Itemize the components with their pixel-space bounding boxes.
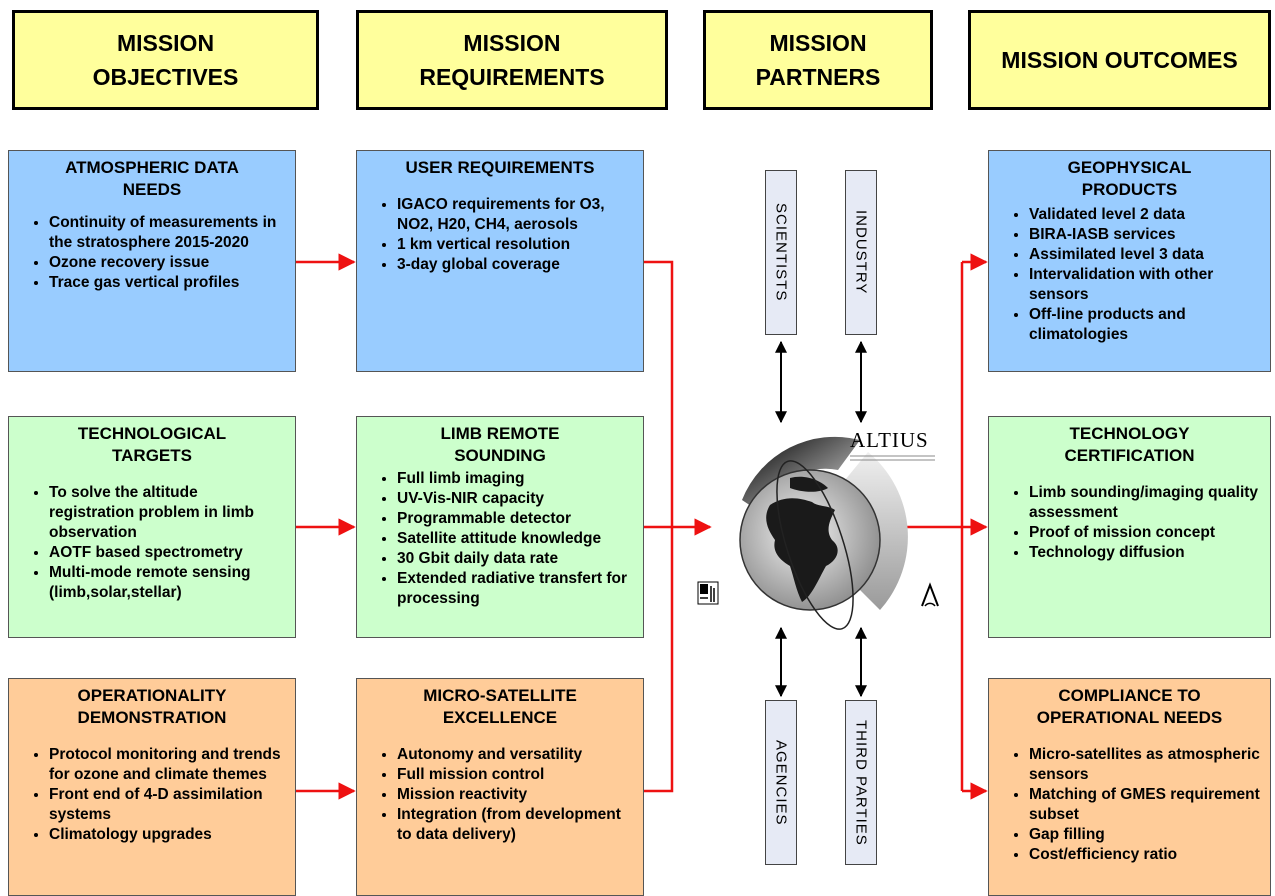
bullet-item: Continuity of measurements in the strato… xyxy=(49,213,287,253)
bullet-item: Cost/efficiency ratio xyxy=(1029,845,1262,865)
bullet-item: Front end of 4-D assimilation systems xyxy=(49,785,287,825)
bullet-list: Autonomy and versatilityFull mission con… xyxy=(365,745,635,845)
bullet-item: 30 Gbit daily data rate xyxy=(397,549,635,569)
box-geophysical-products: GEOPHYSICAL PRODUCTS Validated level 2 d… xyxy=(988,150,1271,372)
partner-agencies: AGENCIES xyxy=(765,700,797,865)
header-partners: MISSION PARTNERS xyxy=(703,10,933,110)
bullet-item: 3-day global coverage xyxy=(397,255,635,275)
bullet-list: Protocol monitoring and trends for ozone… xyxy=(17,745,287,845)
bullet-item: Mission reactivity xyxy=(397,785,635,805)
bullet-item: Micro-satellites as atmospheric sensors xyxy=(1029,745,1262,785)
header-requirements: MISSION REQUIREMENTS xyxy=(356,10,668,110)
bullet-item: Trace gas vertical profiles xyxy=(49,273,287,293)
altius-logo-text: ALTIUS xyxy=(850,428,929,452)
box-technological-targets: TECHNOLOGICAL TARGETS To solve the altit… xyxy=(8,416,296,638)
box-title: USER REQUIREMENTS xyxy=(405,158,595,177)
emblem-orbit xyxy=(776,460,854,630)
box-title: COMPLIANCE TO OPERATIONAL NEEDS xyxy=(1036,686,1223,727)
bullet-item: Gap filling xyxy=(1029,825,1262,845)
box-compliance-operational-needs: COMPLIANCE TO OPERATIONAL NEEDS Micro-sa… xyxy=(988,678,1271,896)
bullet-item: Full mission control xyxy=(397,765,635,785)
box-atmospheric-data-needs: ATMOSPHERIC DATA NEEDS Continuity of mea… xyxy=(8,150,296,372)
merge-line-user xyxy=(644,260,674,527)
partner-third-parties: THIRD PARTIES xyxy=(845,700,877,865)
institute-logo-icon xyxy=(697,581,719,605)
bullet-item: Matching of GMES requirement subset xyxy=(1029,785,1262,825)
partner-label: THIRD PARTIES xyxy=(852,719,870,846)
partner-label: SCIENTISTS xyxy=(772,203,790,302)
bullet-item: Climatology upgrades xyxy=(49,825,287,845)
box-title: LIMB REMOTE SOUNDING xyxy=(440,424,560,465)
bullet-item: Off-line products and climatologies xyxy=(1029,305,1262,345)
bullet-list: To solve the altitude registration probl… xyxy=(17,483,287,603)
bullet-item: IGACO requirements for O3, NO2, H20, CH4… xyxy=(397,195,635,235)
merge-line-micro xyxy=(644,527,674,793)
bullet-list: Validated level 2 dataBIRA-IASB services… xyxy=(997,205,1262,345)
bullet-item: 1 km vertical resolution xyxy=(397,235,635,255)
box-title: ATMOSPHERIC DATA NEEDS xyxy=(65,158,239,199)
partner-industry: INDUSTRY xyxy=(845,170,877,335)
bullet-list: Limb sounding/imaging quality assessment… xyxy=(997,483,1262,563)
box-title: GEOPHYSICAL PRODUCTS xyxy=(1067,158,1192,199)
agency-logo-icon xyxy=(921,582,939,607)
bullet-item: Programmable detector xyxy=(397,509,635,529)
bullet-list: Full limb imagingUV-Vis-NIR capacityProg… xyxy=(365,469,635,609)
box-user-requirements: USER REQUIREMENTS IGACO requirements for… xyxy=(356,150,644,372)
bullet-item: AOTF based spectrometry xyxy=(49,543,287,563)
partner-label: AGENCIES xyxy=(772,739,790,826)
box-micro-satellite-excellence: MICRO-SATELLITE EXCELLENCE Autonomy and … xyxy=(356,678,644,896)
bullet-item: Intervalidation with other sensors xyxy=(1029,265,1262,305)
box-limb-remote-sounding: LIMB REMOTE SOUNDING Full limb imagingUV… xyxy=(356,416,644,638)
header-outcomes: MISSION OUTCOMES xyxy=(968,10,1271,110)
bullet-item: Protocol monitoring and trends for ozone… xyxy=(49,745,287,785)
bullet-item: Validated level 2 data xyxy=(1029,205,1262,225)
bullet-list: Continuity of measurements in the strato… xyxy=(17,213,287,293)
bullet-list: Micro-satellites as atmospheric sensorsM… xyxy=(997,745,1262,865)
bullet-item: To solve the altitude registration probl… xyxy=(49,483,287,543)
bullet-item: Limb sounding/imaging quality assessment xyxy=(1029,483,1262,523)
bullet-list: IGACO requirements for O3, NO2, H20, CH4… xyxy=(365,195,635,275)
box-title: TECHNOLOGICAL TARGETS xyxy=(77,424,227,465)
box-title: MICRO-SATELLITE EXCELLENCE xyxy=(423,686,577,727)
bullet-item: Assimilated level 3 data xyxy=(1029,245,1262,265)
emblem-continents xyxy=(766,498,838,602)
bullet-item: UV-Vis-NIR capacity xyxy=(397,489,635,509)
bullet-item: Satellite attitude knowledge xyxy=(397,529,635,549)
box-title: TECHNOLOGY CERTIFICATION xyxy=(1064,424,1195,465)
emblem-continents-north xyxy=(790,476,828,492)
bullet-item: Proof of mission concept xyxy=(1029,523,1262,543)
box-operationality-demonstration: OPERATIONALITY DEMONSTRATION Protocol mo… xyxy=(8,678,296,896)
header-objectives: MISSION OBJECTIVES xyxy=(12,10,319,110)
bullet-item: Full limb imaging xyxy=(397,469,635,489)
bullet-item: Ozone recovery issue xyxy=(49,253,287,273)
partner-scientists: SCIENTISTS xyxy=(765,170,797,335)
box-technology-certification: TECHNOLOGY CERTIFICATION Limb sounding/i… xyxy=(988,416,1271,638)
bullet-item: BIRA-IASB services xyxy=(1029,225,1262,245)
partner-label: INDUSTRY xyxy=(852,210,870,295)
box-title: OPERATIONALITY DEMONSTRATION xyxy=(77,686,227,727)
bullet-item: Extended radiative transfert for process… xyxy=(397,569,635,609)
bullet-item: Technology diffusion xyxy=(1029,543,1262,563)
bullet-item: Multi-mode remote sensing (limb,solar,st… xyxy=(49,563,287,603)
bullet-item: Integration (from development to data de… xyxy=(397,805,635,845)
bullet-item: Autonomy and versatility xyxy=(397,745,635,765)
